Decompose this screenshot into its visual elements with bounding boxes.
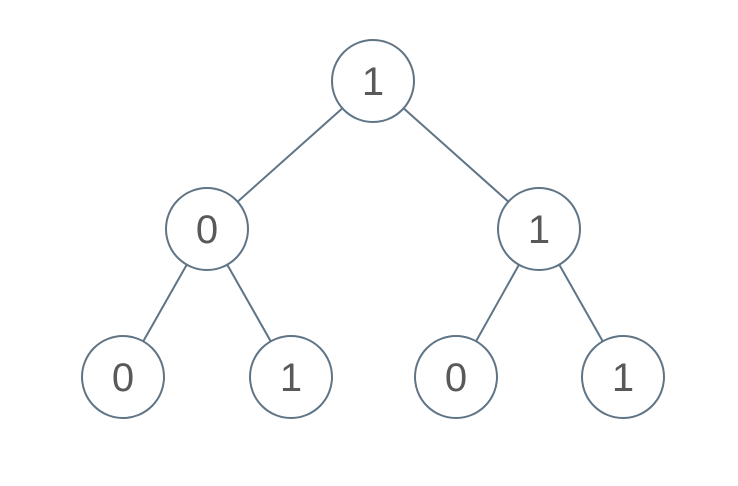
- tree-node-right-left: 0: [414, 335, 498, 419]
- tree-node-label: 0: [196, 208, 218, 252]
- tree-node-label: 0: [112, 356, 134, 400]
- tree-node-circle: [165, 187, 249, 271]
- tree-node-left-right: 1: [249, 335, 333, 419]
- tree-node-left-left: 0: [81, 335, 165, 419]
- tree-node-label: 1: [362, 60, 384, 104]
- tree-node-circle: [497, 187, 581, 271]
- tree-node-root: 1: [331, 39, 415, 123]
- tree-node-circle: [414, 335, 498, 419]
- tree-node-right-right: 1: [581, 335, 665, 419]
- tree-node-label: 1: [528, 208, 550, 252]
- tree-node-label: 1: [280, 356, 302, 400]
- tree-node-circle: [331, 39, 415, 123]
- tree-node-circle: [581, 335, 665, 419]
- tree-node-circle: [81, 335, 165, 419]
- tree-node-left: 0: [165, 187, 249, 271]
- tree-node-circle: [249, 335, 333, 419]
- tree-node-right: 1: [497, 187, 581, 271]
- tree-node-label: 1: [612, 356, 634, 400]
- tree-node-label: 0: [445, 356, 467, 400]
